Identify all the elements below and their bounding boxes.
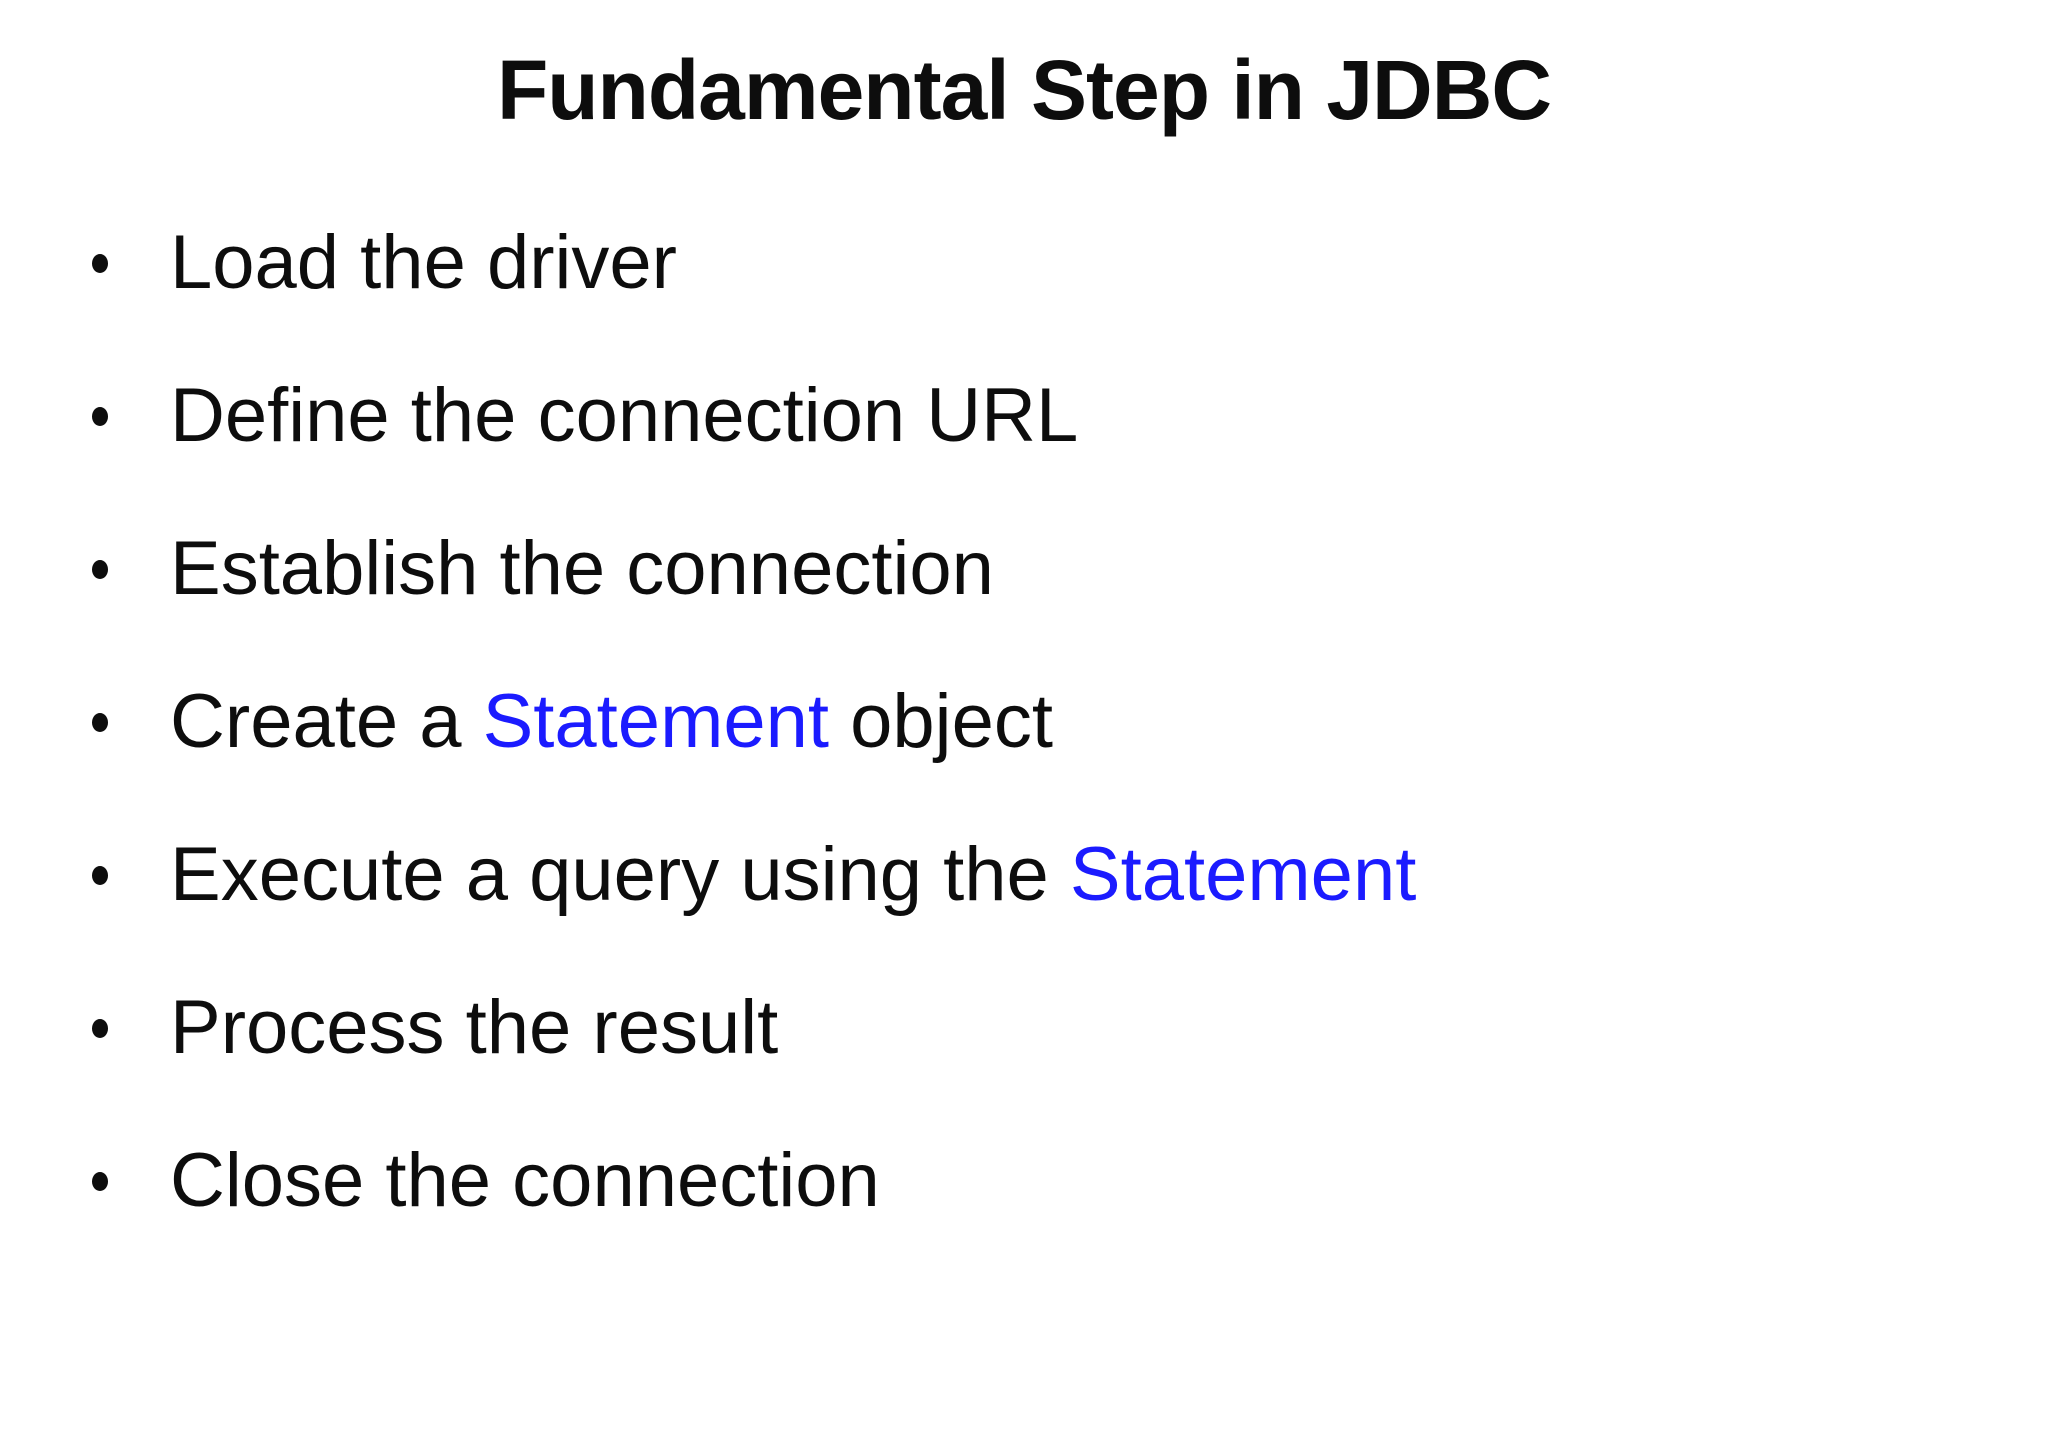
bullet-item: Define the connection URL <box>0 339 2048 492</box>
statement-keyword: Statement <box>482 679 830 764</box>
bullet-text: Load the driver <box>170 219 677 306</box>
bullet-dot-icon <box>92 1019 108 1038</box>
bullet-text: Create a Statement object <box>170 678 1053 765</box>
bullet-item: Execute a query using the Statement <box>0 798 2048 951</box>
bullet-item: Process the result <box>0 951 2048 1104</box>
text-segment: Load the driver <box>170 220 677 305</box>
bullet-item: Establish the connection <box>0 492 2048 645</box>
bullet-dot-icon <box>92 713 108 732</box>
bullet-dot-icon <box>92 407 108 426</box>
bullet-item: Close the connection <box>0 1104 2048 1257</box>
statement-keyword: Statement <box>1069 832 1417 917</box>
text-segment: Process the result <box>170 985 779 1070</box>
slide-title: Fundamental Step in JDBC <box>496 43 1552 137</box>
bullet-text: Close the connection <box>170 1137 880 1224</box>
bullet-item: Create a Statement object <box>0 645 2048 798</box>
bullet-text: Define the connection URL <box>170 372 1078 459</box>
bullet-text: Execute a query using the Statement <box>170 831 1416 918</box>
bullet-dot-icon <box>92 1172 108 1191</box>
bullet-text: Process the result <box>170 984 778 1071</box>
text-segment: object <box>829 679 1053 764</box>
text-segment: Execute a query using the <box>170 832 1070 917</box>
bullet-text: Establish the connection <box>170 525 994 612</box>
bullet-item: Load the driver <box>0 186 2048 339</box>
text-segment: Establish the connection <box>170 526 994 611</box>
bullet-dot-icon <box>92 866 108 885</box>
text-segment: Create a <box>170 679 483 764</box>
bullet-dot-icon <box>92 560 108 579</box>
text-segment: Close the connection <box>170 1138 880 1223</box>
bullet-dot-icon <box>92 254 108 273</box>
text-segment: Define the connection URL <box>170 373 1079 458</box>
